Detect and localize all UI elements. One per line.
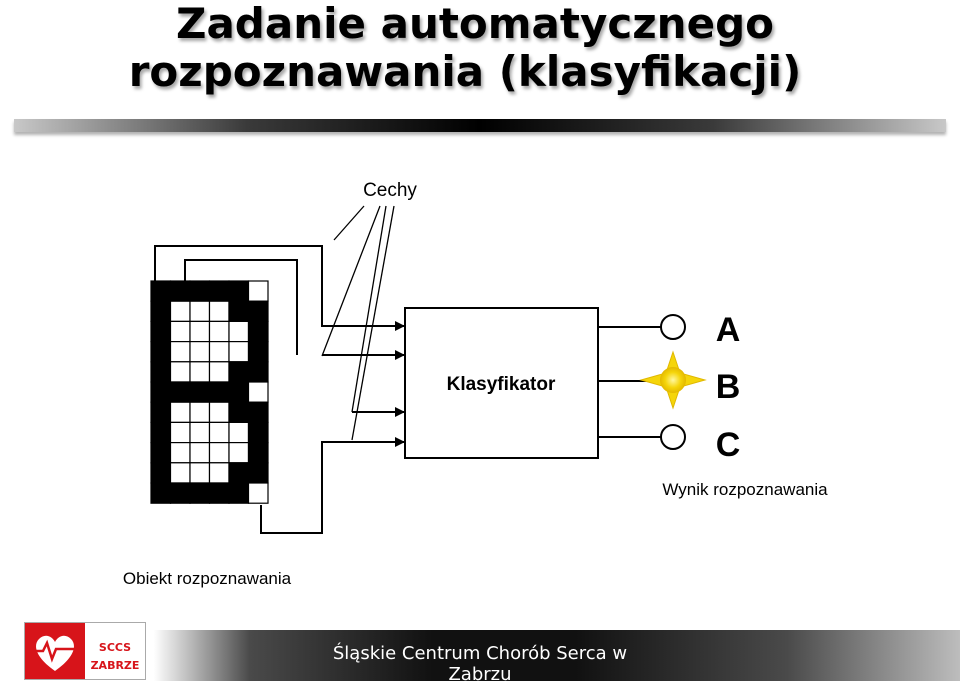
grid-cell-empty: [169, 442, 191, 464]
grid-cell-filled: [208, 381, 230, 403]
output-lines: [598, 326, 661, 438]
logo-text-line2: ZABRZE: [90, 659, 140, 672]
grid-cell-filled: [247, 361, 269, 383]
result-label: Wynik rozpoznawania: [662, 480, 828, 499]
grid-cell-filled: [150, 280, 172, 302]
grid-cell-filled: [189, 280, 211, 302]
footer-bar: [0, 630, 960, 681]
feature-wires: [154, 245, 405, 534]
grid-cell-empty: [189, 341, 211, 363]
grid-cell-filled: [189, 482, 211, 504]
sccs-logo: SCCS ZABRZE: [24, 622, 146, 680]
features-pointer-lines: [321, 205, 395, 441]
grid-cell-empty: [189, 442, 211, 464]
grid-cell-empty: [208, 421, 230, 444]
grid-cell-filled: [228, 482, 250, 504]
output-b-star-indicator: [639, 350, 707, 410]
grid-cell-filled: [189, 381, 211, 403]
grid-cell-empty: [189, 421, 211, 444]
grid-cell-empty: [169, 341, 191, 363]
grid-cell-empty: [208, 442, 230, 464]
grid-cell-empty: [208, 361, 230, 383]
grid-cell-empty: [169, 462, 191, 484]
grid-cell-filled: [247, 442, 269, 464]
grid-cell-filled: [150, 341, 172, 363]
grid-cell-filled: [150, 421, 172, 444]
grid-cell-empty: [189, 462, 211, 484]
grid-cell-empty: [208, 341, 230, 363]
grid-cell-empty: [228, 442, 250, 464]
output-a-indicator: [660, 314, 686, 340]
grid-cell-empty: [208, 462, 230, 484]
classifier-label: Klasyfikator: [447, 374, 556, 395]
grid-cell-empty: [169, 300, 191, 323]
output-c-label: C: [716, 426, 741, 464]
grid-cell-filled: [208, 482, 230, 504]
grid-cell-filled: [169, 482, 191, 504]
grid-cell-filled: [228, 361, 250, 383]
grid-cell-filled: [228, 381, 250, 403]
grid-cell-filled: [150, 462, 172, 484]
grid-cell-filled: [150, 300, 172, 323]
heart-logo-icon: [25, 623, 85, 679]
grid-cell-filled: [208, 280, 230, 302]
grid-cell-filled: [247, 320, 269, 343]
grid-cell-filled: [169, 280, 191, 302]
footer-institution-name: Śląskie Centrum Chorób Serca w Zabrzu: [332, 643, 628, 685]
grid-cell-empty: [247, 381, 269, 403]
grid-cell-filled: [247, 421, 269, 444]
grid-cell-filled: [150, 401, 172, 424]
grid-cell-empty: [208, 300, 230, 323]
grid-cell-filled: [247, 462, 269, 484]
grid-cell-filled: [169, 381, 191, 403]
object-label: Obiekt rozpoznawania: [123, 569, 292, 588]
grid-cell-empty: [189, 361, 211, 383]
grid-cell-empty: [247, 482, 269, 504]
grid-cell-filled: [228, 462, 250, 484]
grid-cell-filled: [247, 300, 269, 323]
grid-cell-filled: [150, 482, 172, 504]
grid-cell-empty: [169, 361, 191, 383]
features-label: Cechy: [363, 180, 417, 201]
output-c-indicator: [660, 424, 686, 450]
grid-cell-empty: [228, 421, 250, 444]
classifier-box: [404, 307, 599, 459]
logo-text-line1: SCCS: [98, 641, 132, 654]
grid-cell-empty: [189, 401, 211, 424]
grid-cell-empty: [189, 300, 211, 323]
grid-cell-empty: [189, 320, 211, 343]
grid-cell-empty: [208, 401, 230, 424]
output-a-label: A: [716, 311, 741, 349]
title-line-2: rozpoznawania (klasyfikacji): [128, 47, 802, 96]
grid-cell-empty: [169, 421, 191, 444]
grid-cell-empty: [169, 401, 191, 424]
grid-cell-filled: [228, 300, 250, 323]
object-pixel-grid: [150, 280, 269, 504]
grid-cell-filled: [228, 280, 250, 302]
grid-cell-filled: [150, 442, 172, 464]
grid-cell-filled: [150, 320, 172, 343]
output-b-label: B: [716, 368, 741, 406]
grid-cell-filled: [247, 341, 269, 363]
title-underline-bar: [14, 119, 946, 132]
title-line-1: Zadanie automatycznego: [176, 0, 774, 48]
grid-cell-empty: [228, 320, 250, 343]
grid-cell-filled: [228, 401, 250, 424]
grid-cell-empty: [247, 280, 269, 302]
grid-cell-filled: [150, 381, 172, 403]
grid-cell-filled: [150, 361, 172, 383]
grid-cell-empty: [208, 320, 230, 343]
grid-cell-empty: [228, 341, 250, 363]
grid-cell-filled: [247, 401, 269, 424]
grid-cell-empty: [169, 320, 191, 343]
slide-title: Zadanie automatycznego rozpoznawania (kl…: [0, 0, 960, 96]
